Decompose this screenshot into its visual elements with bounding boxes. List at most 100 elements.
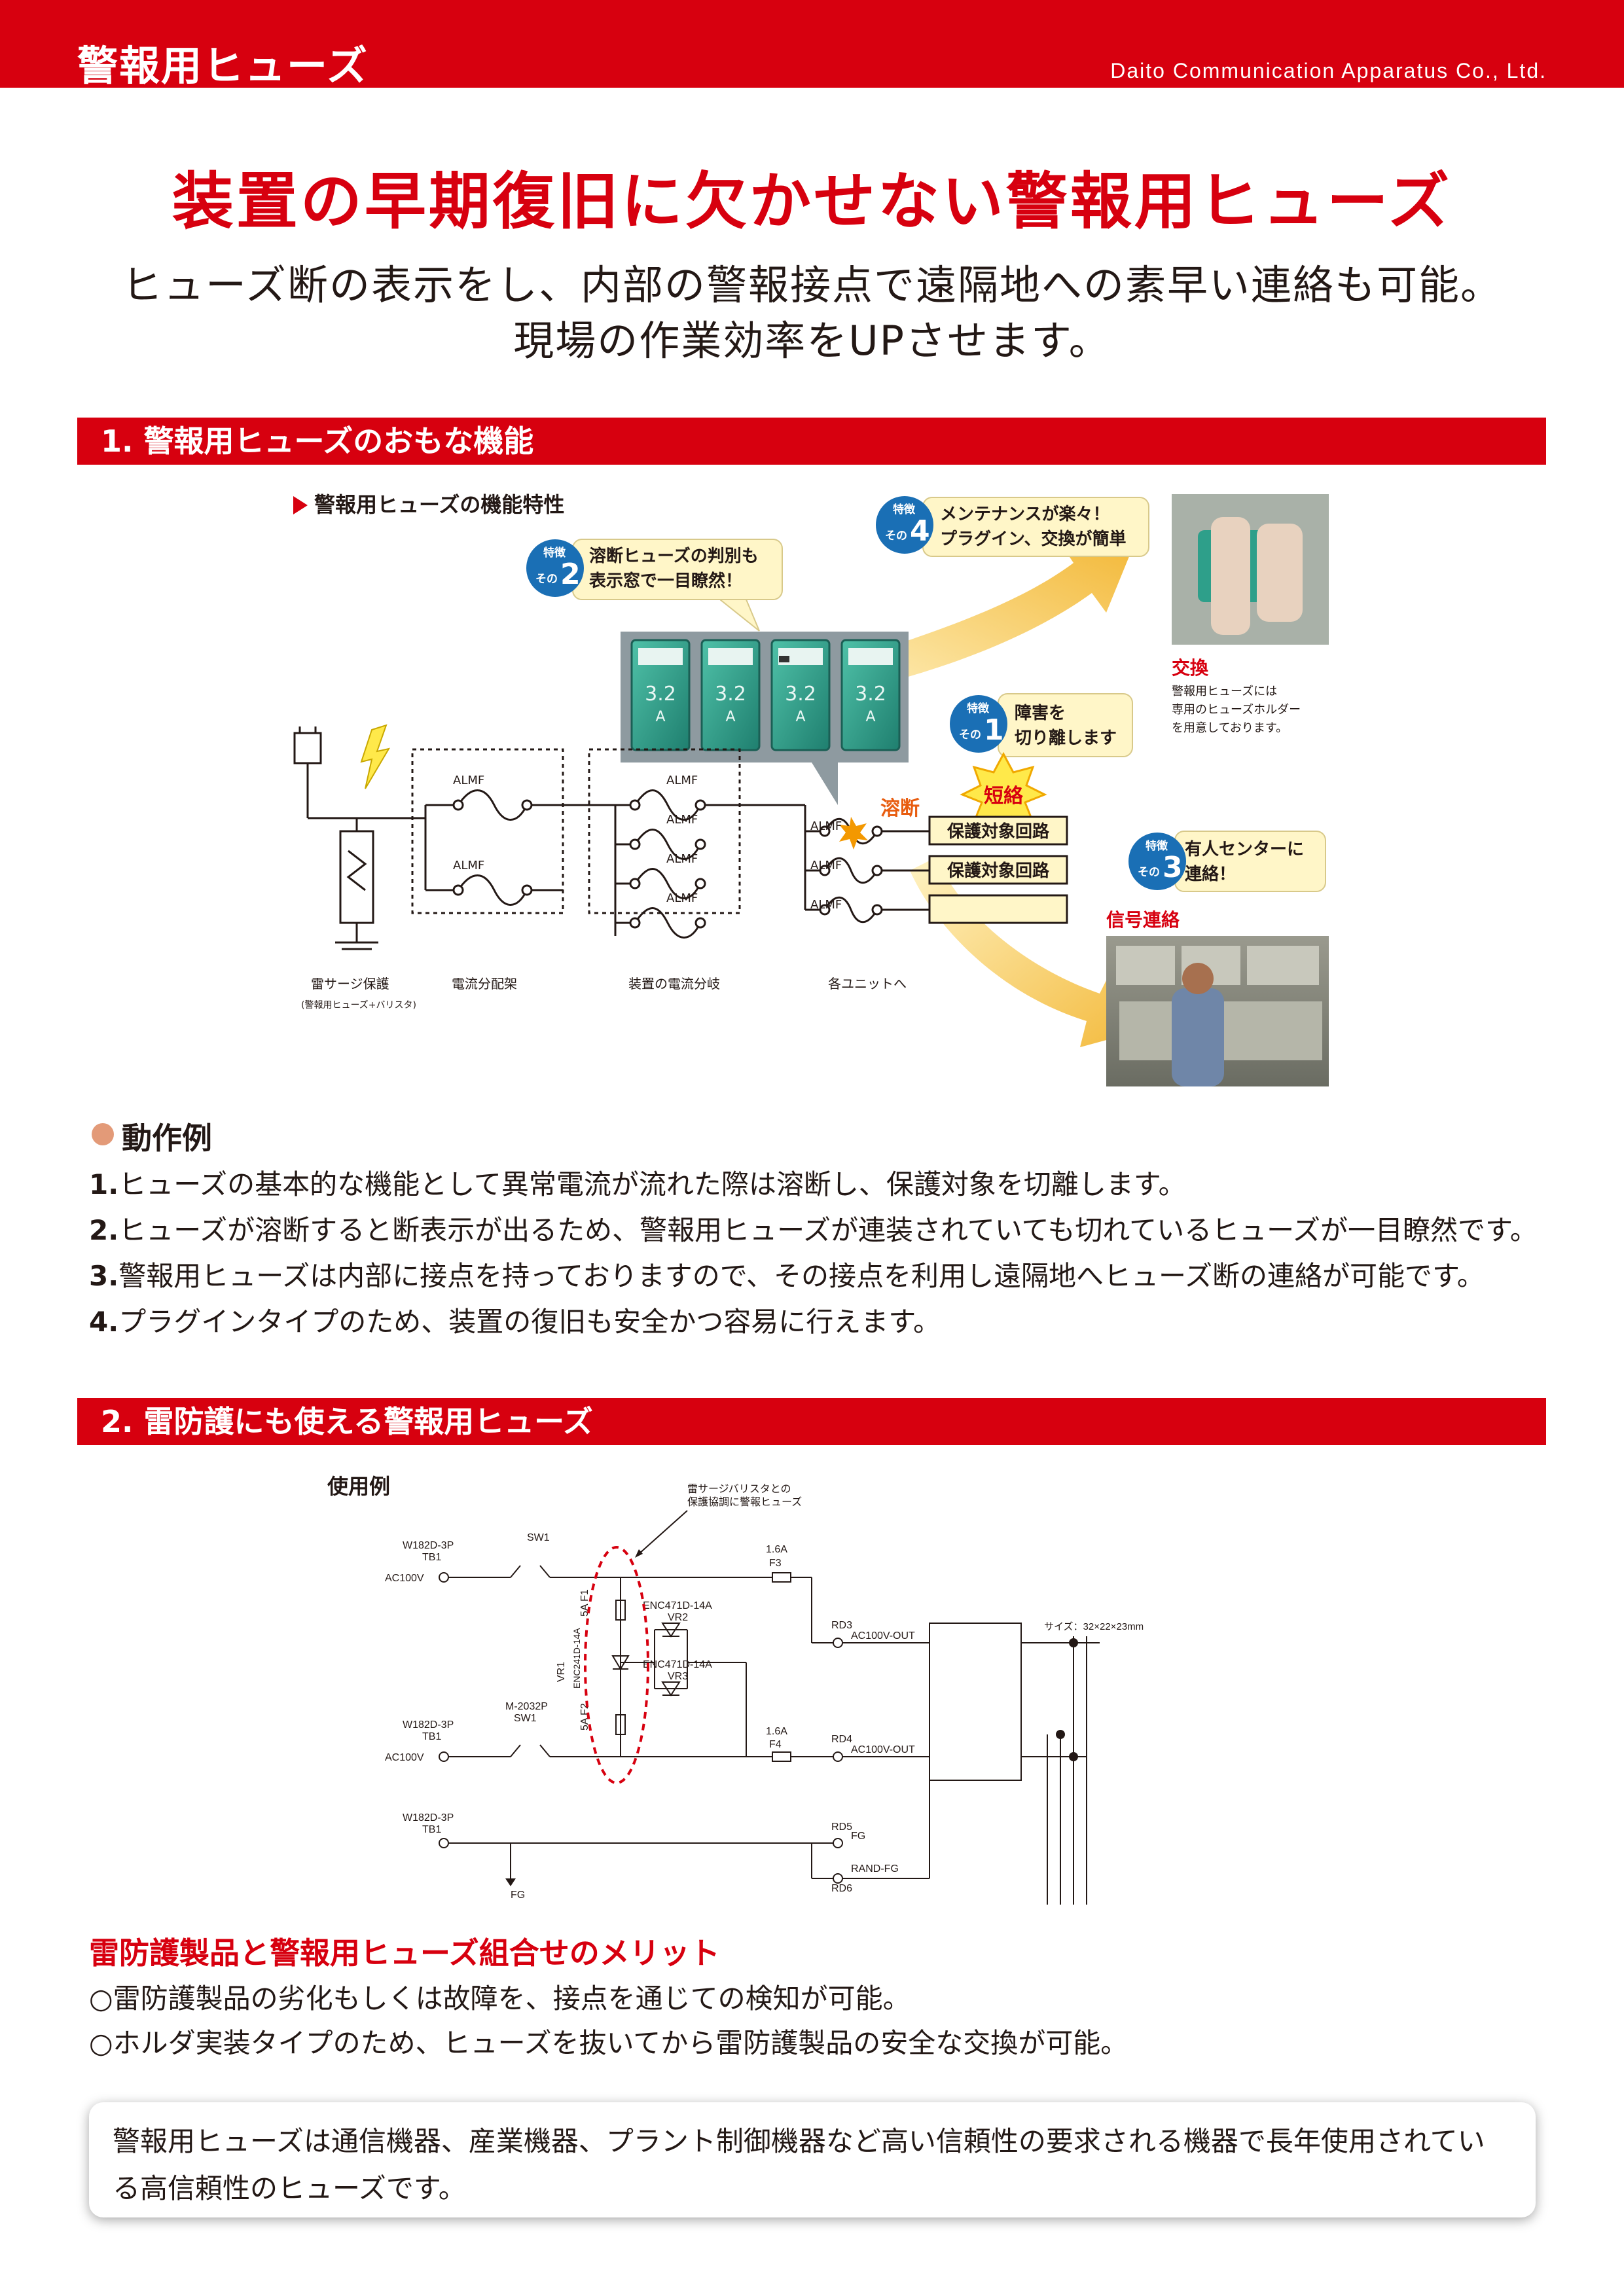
svg-text:RD6: RD6 <box>831 1883 852 1894</box>
svg-text:ALMF: ALMF <box>810 819 842 833</box>
feature-2-callout: 特徴 その 2 溶断ヒューズの判別も 表示窓で一目瞭然！ <box>526 539 783 632</box>
svg-text:VR1: VR1 <box>556 1662 567 1682</box>
exchange-title: 交換 <box>1172 657 1209 679</box>
svg-text:F3: F3 <box>769 1558 782 1569</box>
svg-text:ALMF: ALMF <box>666 852 698 866</box>
svg-text:溶断ヒューズの判別も: 溶断ヒューズの判別も <box>589 546 759 566</box>
svg-text:特徴: 特徴 <box>967 702 990 715</box>
svg-text:雷サージバリスタとの: 雷サージバリスタとの <box>687 1483 791 1495</box>
svg-text:警報用ヒューズには: 警報用ヒューズには <box>1172 685 1277 698</box>
svg-text:A: A <box>795 709 805 725</box>
operation-item: 3.警報用ヒューズは内部に接点を持っておりますので、その接点を利用し遠隔地へヒュ… <box>89 1260 1485 1292</box>
caption-surge: 雷サージ保護 <box>311 976 389 992</box>
svg-text:ENC471D-14A: ENC471D-14A <box>643 1600 712 1611</box>
svg-text:1: 1 <box>984 713 1004 747</box>
circuit-box-3 <box>928 894 1068 924</box>
merit-title: 雷防護製品と警報用ヒューズ組合せのメリット <box>89 1935 720 1971</box>
svg-text:ALMF: ALMF <box>666 813 698 827</box>
operation-title: 動作例 <box>122 1121 212 1156</box>
merit-item: ○ホルダ実装タイプのため、ヒューズを抜いてから雷防護製品の安全な交換が可能。 <box>89 2027 1128 2059</box>
svg-text:W182D-3P: W182D-3P <box>403 1540 454 1551</box>
usage-label: 使用例 <box>327 1474 391 1499</box>
svg-text:FG: FG <box>511 1890 525 1901</box>
svg-text:VR3: VR3 <box>668 1671 688 1682</box>
feature-1-badge-icon <box>950 695 1007 753</box>
svg-text:有人センターに: 有人センターに <box>1185 840 1304 859</box>
svg-text:VR2: VR2 <box>668 1612 688 1623</box>
svg-text:その: その <box>959 728 981 742</box>
svg-text:連絡！: 連絡！ <box>1185 864 1236 884</box>
svg-text:AC100V: AC100V <box>385 1752 424 1763</box>
blown-label: 溶断 <box>880 797 920 820</box>
signal-title: 信号連絡 <box>1106 909 1180 931</box>
header-title: 警報用ヒューズ <box>77 42 369 90</box>
svg-text:RAND-FG: RAND-FG <box>851 1863 899 1874</box>
svg-text:5A F2: 5A F2 <box>579 1703 590 1731</box>
svg-text:1.6A: 1.6A <box>766 1726 787 1737</box>
svg-text:3.2: 3.2 <box>715 683 746 706</box>
caption-units: 各ユニットへ <box>828 976 907 992</box>
svg-text:W182D-3P: W182D-3P <box>403 1812 454 1823</box>
company-name: Daito Communication Apparatus Co., Ltd. <box>1110 59 1547 82</box>
svg-text:保護対象回路: 保護対象回路 <box>947 821 1050 842</box>
svg-text:A: A <box>725 709 735 725</box>
svg-text:RD5: RD5 <box>831 1821 852 1833</box>
svg-text:(警報用ヒューズ+バリスタ): (警報用ヒューズ+バリスタ) <box>301 1000 416 1011</box>
svg-text:ALMF: ALMF <box>810 898 842 912</box>
svg-text:ALMF: ALMF <box>666 891 698 905</box>
svg-text:3.2: 3.2 <box>855 683 886 706</box>
svg-text:特徴: 特徴 <box>893 503 916 516</box>
svg-text:RD3: RD3 <box>831 1620 852 1631</box>
svg-text:特徴: 特徴 <box>1146 839 1168 853</box>
feature-2-badge-icon <box>526 539 584 597</box>
svg-text:AC100V: AC100V <box>385 1573 424 1584</box>
arrow-to-center-icon <box>910 857 1152 1047</box>
svg-text:W182D-3P: W182D-3P <box>403 1719 454 1731</box>
svg-text:特徴: 特徴 <box>543 546 566 560</box>
section-2-heading: 2. 雷防護にも使える警報用ヒューズ <box>77 1398 1546 1445</box>
svg-text:を用意しております。: を用意しております。 <box>1172 721 1288 735</box>
subheadline-1: ヒューズ断の表示をし、内部の警報接点で遠隔地への素早い連絡も可能。 <box>122 261 1502 309</box>
svg-text:3: 3 <box>1163 851 1183 884</box>
page-headline: 装置の早期復旧に欠かせない警報用ヒューズ <box>171 166 1453 238</box>
function-figure: 警報用ヒューズの機能特性 3.2 A 3.2 A 3.2 A 3.2 <box>293 492 1329 1086</box>
operation-item: 2.ヒューズが溶断すると断表示が出るため、警報用ヒューズが連装されていても切れて… <box>89 1214 1538 1246</box>
svg-text:切り離します: 切り離します <box>1015 728 1117 748</box>
svg-text:3.2: 3.2 <box>785 683 816 706</box>
svg-text:4: 4 <box>910 514 930 548</box>
svg-text:プラグイン、交換が簡単: プラグイン、交換が簡単 <box>940 529 1126 549</box>
svg-text:1.6A: 1.6A <box>766 1544 787 1555</box>
feature-3-callout: 特徴 その 3 有人センターに 連絡！ <box>1128 831 1326 892</box>
circuit-box-2 <box>928 855 1068 885</box>
svg-text:M-2032P: M-2032P <box>505 1701 548 1712</box>
svg-text:AC100V-OUT: AC100V-OUT <box>851 1630 915 1641</box>
svg-text:TB1: TB1 <box>422 1824 441 1835</box>
svg-text:保護協調に警報ヒューズ: 保護協調に警報ヒューズ <box>687 1496 802 1508</box>
feature-1-callout: 特徴 その 1 障害を 切り離します <box>950 693 1133 757</box>
operation-item: 4.プラグインタイプのため、装置の復旧も安全かつ容易に行えます。 <box>89 1306 941 1338</box>
svg-text:障害を: 障害を <box>1015 703 1066 723</box>
svg-text:ALMF: ALMF <box>666 774 698 787</box>
short-label: 短絡 <box>984 785 1024 808</box>
title-marker-icon <box>293 496 308 514</box>
subheadline-2: 現場の作業効率をUPさせます。 <box>513 317 1111 365</box>
svg-text:ALMF: ALMF <box>453 774 484 787</box>
fuse-row: 3.2 A 3.2 A 3.2 A 3.2 A <box>630 639 901 751</box>
figure-title: 警報用ヒューズの機能特性 <box>314 492 564 517</box>
svg-text:A: A <box>655 709 665 725</box>
svg-text:その: その <box>1138 866 1160 879</box>
header-bar <box>0 0 1624 88</box>
svg-text:SW1: SW1 <box>527 1532 550 1543</box>
lightning-icon <box>360 724 391 789</box>
svg-text:保護対象回路: 保護対象回路 <box>947 861 1050 881</box>
svg-text:サイズ：32×22×23mm: サイズ：32×22×23mm <box>1044 1621 1144 1632</box>
svg-text:ALMF: ALMF <box>453 859 484 872</box>
svg-text:TB1: TB1 <box>422 1552 441 1563</box>
svg-text:専用のヒューズホルダー: 専用のヒューズホルダー <box>1172 703 1301 717</box>
usage-circuit-diagram: 雷サージバリスタとの 保護協調に警報ヒューズ W182D-3P TB1 AC10… <box>385 1483 1144 1905</box>
svg-text:ENC471D-14A: ENC471D-14A <box>643 1659 712 1670</box>
circuit-box-1 <box>928 816 1068 846</box>
merit-item: ○雷防護製品の劣化もしくは故障を、接点を通じての検知が可能。 <box>89 1982 911 2015</box>
note-box: 警報用ヒューズは通信機器、産業機器、プラント制御機器など高い信頼性の要求される機… <box>89 2102 1536 2217</box>
svg-text:SW1: SW1 <box>514 1713 537 1724</box>
